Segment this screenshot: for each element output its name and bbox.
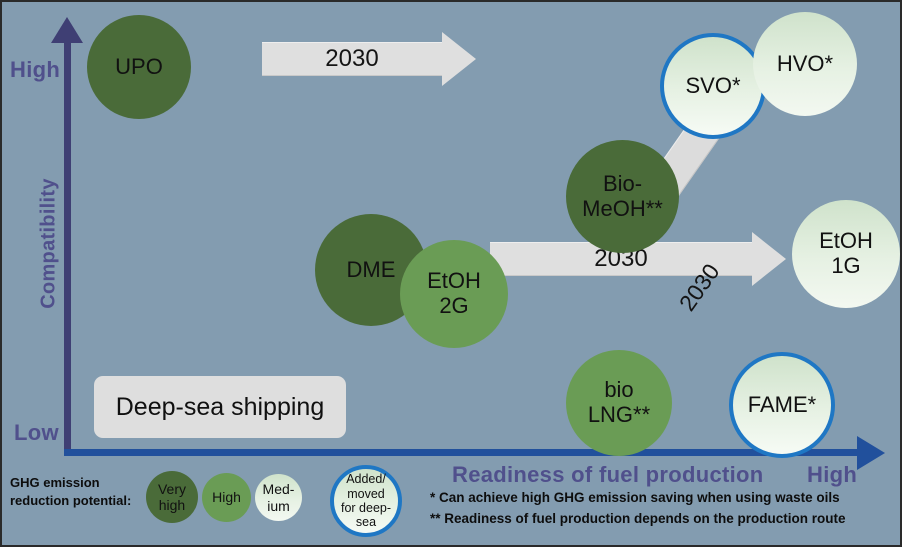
bubble-upo[interactable]: UPO (87, 15, 191, 119)
legend-title-line2: reduction potential: (10, 492, 132, 508)
legend-swatch-high: High (202, 473, 251, 522)
bubble-bio-meoh-label-line1: Bio- (602, 170, 643, 196)
bubble-upo-label: UPO (115, 53, 163, 79)
x-axis-high-label: High (807, 462, 858, 487)
legend-title-line1: GHG emission (10, 475, 100, 490)
legend-swatch-medium-line2: ium (267, 497, 290, 514)
x-axis-line (64, 449, 864, 456)
bubble-svo-label: SVO* (685, 72, 741, 98)
y-axis-title: Compatibility (37, 178, 60, 309)
legend-swatch-medium: Med- ium (255, 474, 302, 521)
bubble-bio-lng[interactable]: bio LNG** (566, 350, 672, 456)
bubble-etoh-2g-label-line1: EtOH (427, 268, 481, 294)
legend-swatch-added-moved-line3: for deep- (340, 501, 392, 515)
bubble-etoh-1g-label-line2: 1G (831, 253, 861, 278)
legend-swatch-very-high-line1: Very (157, 480, 186, 497)
footnote-single-asterisk: * Can achieve high GHG emission saving w… (430, 490, 840, 505)
legend-title: GHG emission reduction potential: (10, 474, 145, 509)
deep-sea-shipping-box: Deep-sea shipping (94, 376, 346, 438)
bubble-etoh-2g[interactable]: EtOH 2G (400, 240, 508, 348)
bubble-hvo[interactable]: HVO* (753, 12, 857, 116)
y-axis-high-label: High (10, 57, 61, 82)
legend-swatch-very-high: Very high (146, 471, 198, 523)
arrow-2030-top-label: 2030 (325, 45, 379, 72)
legend-swatch-added-moved-line1: Added/ (346, 472, 386, 487)
bubble-bio-lng-label-line2: LNG** (587, 402, 651, 427)
legend-swatch-high-line1: High (212, 489, 241, 506)
x-axis-arrowhead-icon (857, 436, 885, 470)
bubble-etoh-2g-label-line2: 2G (439, 293, 469, 318)
legend-swatch-medium-line1: Med- (262, 481, 295, 498)
bubble-bio-meoh-label-line2: MeOH** (582, 195, 663, 221)
y-axis-arrowhead-icon (51, 17, 83, 43)
bubble-fame[interactable]: FAME* (729, 352, 835, 458)
bubble-etoh-1g[interactable]: EtOH 1G (792, 200, 900, 308)
legend-swatch-very-high-line2: high (158, 497, 186, 513)
x-axis-title: Readiness of fuel production (452, 462, 764, 487)
arrow-shaft (262, 42, 442, 76)
bubble-bio-meoh[interactable]: Bio- MeOH** (566, 140, 679, 253)
legend-swatch-added-moved-line2: moved (347, 486, 385, 501)
legend-swatch-added-moved: Added/ moved for deep- sea (330, 465, 402, 537)
bubble-svo[interactable]: SVO* (660, 33, 766, 139)
footnote-double-asterisk: ** Readiness of fuel production depends … (430, 510, 846, 526)
y-axis-line (64, 37, 71, 452)
bubble-fame-label: FAME* (747, 391, 817, 417)
arrow-head-icon (752, 232, 786, 286)
bubble-hvo-label: HVO* (776, 50, 834, 76)
footnotes: * Can achieve high GHG emission saving w… (430, 488, 846, 530)
bubble-dme-label: DME (346, 256, 396, 282)
bubble-bio-lng-label-line1: bio (604, 377, 634, 403)
arrow-head-icon (442, 32, 476, 86)
deep-sea-shipping-label: Deep-sea shipping (115, 392, 325, 421)
y-axis-low-label: Low (14, 420, 59, 445)
arrow-2030-top: 2030 (262, 32, 477, 86)
bubble-etoh-1g-label-line1: EtOH (819, 228, 873, 254)
legend-swatch-added-moved-line4: sea (355, 515, 377, 530)
